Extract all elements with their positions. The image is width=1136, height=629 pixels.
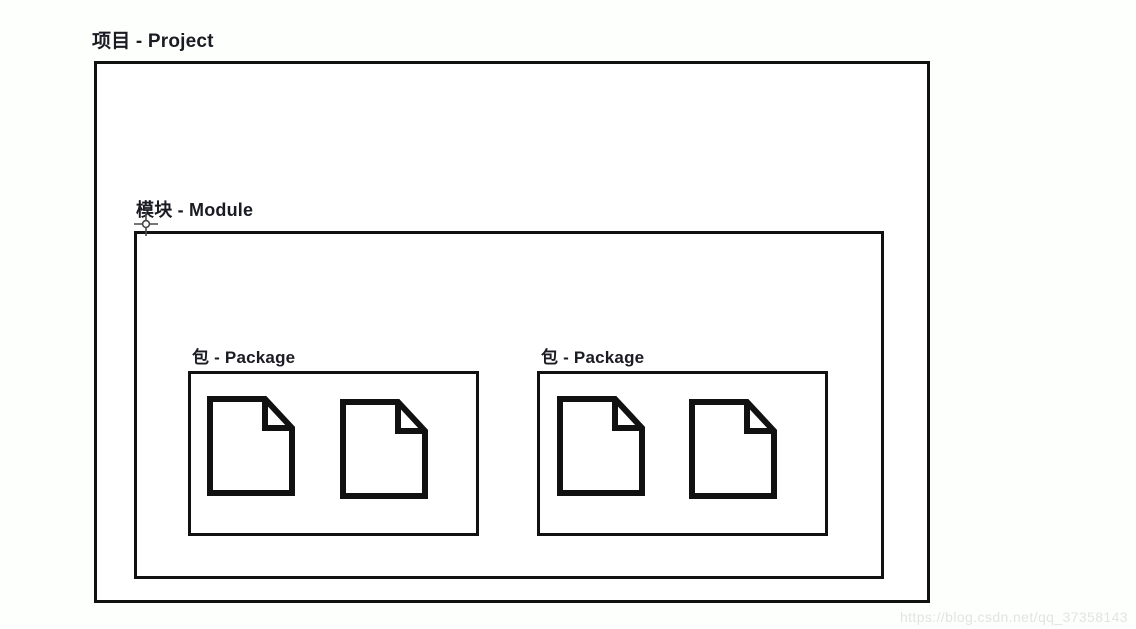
file-document-icon[interactable]: [207, 396, 295, 496]
file-document-icon[interactable]: [689, 399, 777, 499]
file-document-icon[interactable]: [557, 396, 645, 496]
package-label-1: 包 - Package: [192, 348, 296, 367]
package-label-2: 包 - Package: [541, 348, 645, 367]
module-label: 模块 - Module: [136, 200, 254, 220]
watermark-text: https://blog.csdn.net/qq_37358143: [899, 609, 1128, 625]
file-document-icon[interactable]: [340, 399, 428, 499]
project-label: 项目 - Project: [92, 31, 214, 52]
